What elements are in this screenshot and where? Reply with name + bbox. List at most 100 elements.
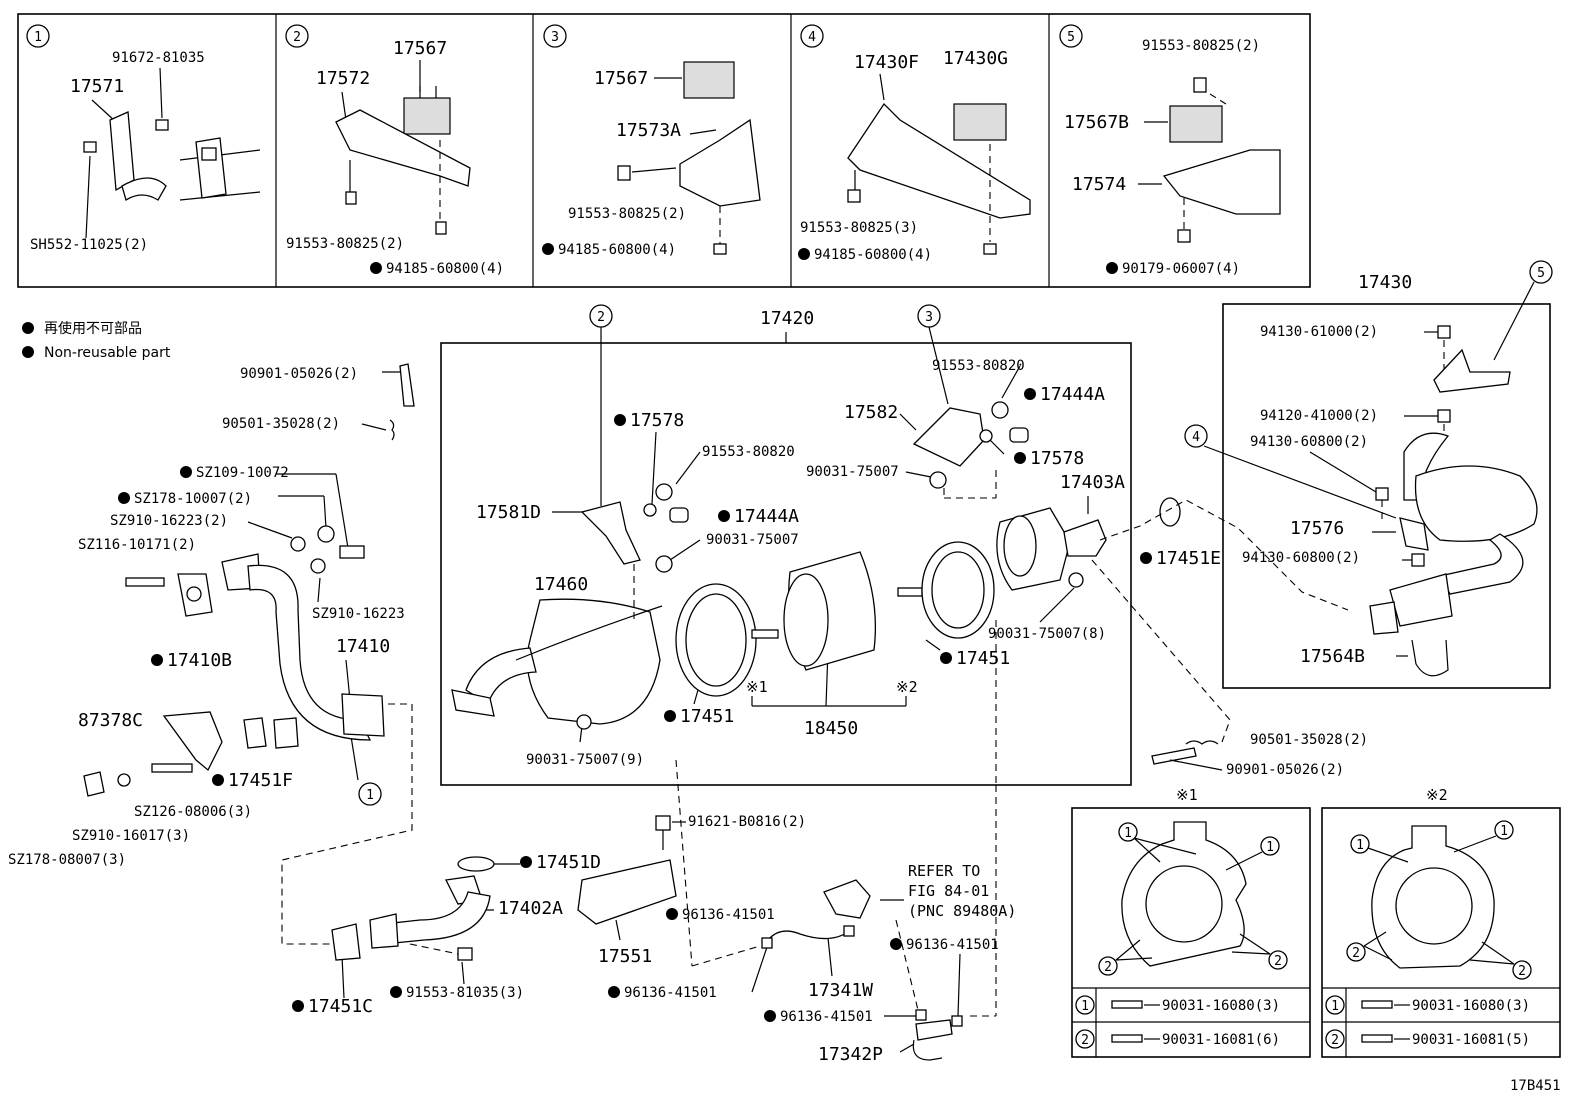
panel-5-number: 5 (1067, 30, 1075, 45)
label-17460: 17460 (534, 574, 588, 595)
label-17342P: 17342P (818, 1044, 883, 1065)
label-87378C: 87378C (78, 710, 143, 731)
ref-circle-4: 4 (1192, 430, 1200, 445)
stud-bolt-icon (399, 363, 415, 407)
label-SZ109-10072: SZ109-10072 (196, 465, 289, 481)
label-91672-81035: 91672-81035 (112, 50, 205, 66)
label-17574: 17574 (1072, 174, 1126, 195)
panel-4: 4 17430F 17430G 91553-80825(3) 94185-608… (798, 24, 1031, 263)
label-94185-60800: 94185-60800(4) (558, 242, 676, 258)
label-90901-05026: 90901-05026(2) (240, 366, 358, 382)
mount-insulator (683, 61, 735, 99)
label-94185-60800: 94185-60800(4) (386, 261, 504, 277)
bracket-17573A (679, 118, 761, 207)
non-reusable-icon (370, 262, 382, 274)
label-17451F: 17451F (228, 770, 293, 791)
detail-box-1: ※1 1 1 2 2 1 2 90031-16080(3) 90031-1608… (1071, 786, 1311, 1058)
bracket-87378C (162, 711, 223, 772)
stud-icon (1361, 1000, 1393, 1009)
label-17341W: 17341W (808, 980, 873, 1001)
non-reusable-icon (292, 1000, 304, 1012)
tail-catalyst (1389, 573, 1453, 627)
detail-box-2: ※2 1 1 2 2 1 2 90031-16080(3) 90031-1608… (1321, 786, 1561, 1058)
label-91621-B0816: 91621-B0816(2) (688, 814, 806, 830)
panel-3: 3 17567 17573A 91553-80825(2) 94185-6080… (542, 24, 761, 258)
label-SZ116-10171: SZ116-10171(2) (78, 537, 196, 553)
bracket-17574 (1162, 149, 1281, 215)
label-17451-a: 17451 (680, 706, 734, 727)
panel-1-number: 1 (34, 30, 42, 45)
mark-note-2: ※2 (896, 678, 918, 696)
label-91553-80825: 91553-80825(3) (800, 220, 918, 236)
bracket-17430F (847, 102, 1031, 219)
label-17567B: 17567B (1064, 112, 1129, 133)
non-reusable-icon (940, 652, 952, 664)
non-reusable-icon (890, 938, 902, 950)
label-SZ910-16017: SZ910-16017(3) (72, 828, 190, 844)
center-group-title: 17420 (760, 308, 814, 329)
hose-17342P (915, 1019, 953, 1041)
label-90901-05026-r: 90901-05026(2) (1226, 762, 1344, 778)
panel-2: 2 17567 17572 91553-80825(2) 94185-60800… (285, 24, 504, 277)
label-17451C: 17451C (308, 996, 373, 1017)
legend-jp: 再使用不可部品 (44, 320, 142, 337)
detail-2-row-2-num: 2 (1331, 1033, 1339, 1048)
label-17578-b: 17578 (1030, 448, 1084, 469)
right-group-title: 17430 (1358, 272, 1412, 293)
left-group: 90901-05026(2) 90501-35028(2) SZ109-1007… (8, 363, 415, 945)
label-SZ910-16223: SZ910-16223 (312, 606, 405, 622)
right-outside-parts: 17451E 90501-35028(2) 90901-05026(2) (1091, 497, 1368, 778)
label-17410: 17410 (336, 636, 390, 657)
non-reusable-icon (22, 322, 34, 334)
detail-2-row-2: 90031-16081(5) (1412, 1032, 1530, 1048)
non-reusable-icon (798, 248, 810, 260)
pipe-17402A (383, 891, 491, 945)
bracket-17582 (912, 407, 985, 467)
label-91553-81035: 91553-81035(3) (406, 985, 524, 1001)
bolt-icon (155, 119, 169, 131)
right-group: 17430 5 94130-61000(2) 94120-41000(2) 94… (1184, 260, 1553, 689)
gasket-17451D (457, 856, 495, 872)
label-17572: 17572 (316, 68, 370, 89)
label-17402A: 17402A (498, 898, 563, 919)
ref-circle-3: 3 (925, 310, 933, 325)
label-91553-80825: 91553-80825(2) (1142, 38, 1260, 54)
panel-5: 5 91553-80825(2) 17567B 17574 90179-0600… (1059, 24, 1281, 277)
label-17567: 17567 (393, 38, 447, 59)
bottom-group: 91621-B0816(2) 17451D 17402A 17551 96136… (292, 759, 1016, 1065)
gasket-17451C (331, 923, 361, 961)
non-reusable-icon (1024, 388, 1036, 400)
detail-1-title: ※1 (1176, 786, 1198, 804)
label-SH552-11025: SH552-11025(2) (30, 237, 148, 253)
gasket-17451E (1159, 497, 1181, 527)
ref-circle-5: 5 (1537, 266, 1545, 281)
mark-note-1: ※1 (746, 678, 768, 696)
label-96136-41501-d: 96136-41501 (780, 1009, 873, 1025)
label-96136-41501-c: 96136-41501 (624, 985, 717, 1001)
non-reusable-icon (764, 1010, 776, 1022)
detail-1-row-1: 90031-16080(3) (1162, 998, 1280, 1014)
label-SZ178-10007: SZ178-10007(2) (134, 491, 252, 507)
stud-icon (125, 577, 165, 587)
label-90031-75007-8: 90031-75007(8) (988, 626, 1106, 642)
non-reusable-icon (1140, 552, 1152, 564)
bracket-17572 (335, 109, 471, 187)
pressure-sensor-bracket (823, 879, 871, 919)
label-SZ178-08007: SZ178-08007(3) (8, 852, 126, 868)
refer-line-2: FIG 84-01 (908, 882, 989, 900)
detail-2-row-1-num: 1 (1331, 999, 1339, 1014)
legend-en: Non-reusable part (44, 345, 171, 361)
non-reusable-icon (1106, 262, 1118, 274)
catalytic-converter-17460 (526, 598, 661, 725)
bracket-17581D (580, 501, 641, 565)
mount-insulator (1169, 105, 1223, 143)
panel-2-number: 2 (293, 30, 301, 45)
label-90501-35028: 90501-35028(2) (222, 416, 340, 432)
label-17573A: 17573A (616, 120, 681, 141)
label-90031-75007-b: 90031-75007 (706, 532, 799, 548)
label-94130-61000: 94130-61000(2) (1260, 324, 1378, 340)
label-17444A-b: 17444A (734, 506, 799, 527)
stud-icon (1111, 1034, 1143, 1043)
non-reusable-icon (666, 908, 678, 920)
panel-4-number: 4 (808, 30, 816, 45)
